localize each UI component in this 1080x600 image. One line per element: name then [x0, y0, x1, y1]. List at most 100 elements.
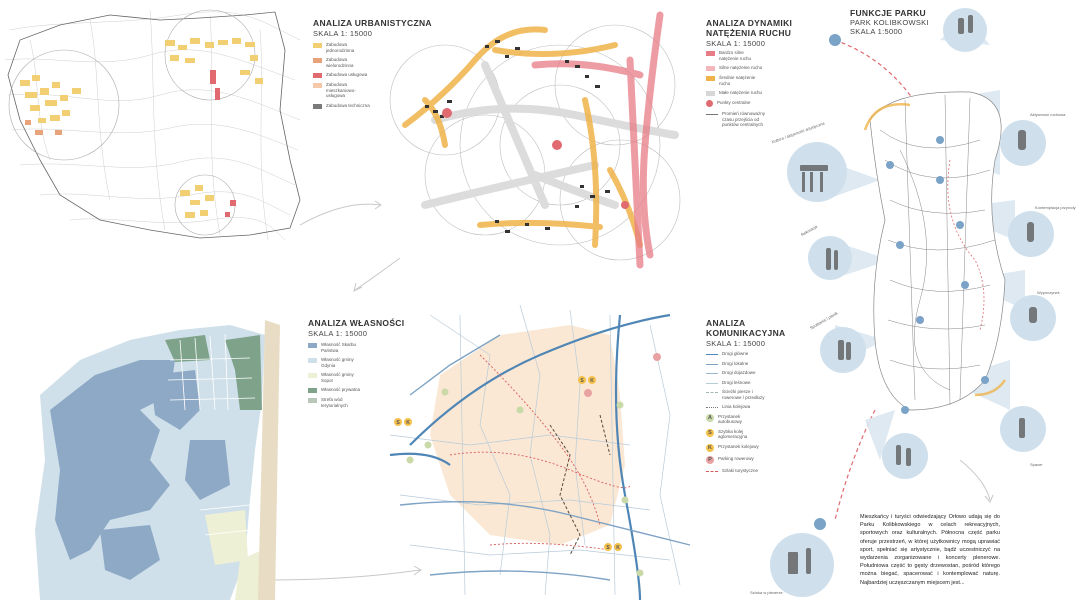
traffic-analysis-map	[385, 5, 700, 275]
communication-legend-label: Drogi główne	[722, 351, 749, 356]
ownership-legend-label: Własność prywatna	[321, 387, 361, 392]
urban-analysis-map	[0, 0, 305, 265]
ownership-map-drawing	[35, 320, 280, 600]
arrow-head	[374, 200, 382, 210]
urban-legend-label: Zabudowa jednorodzinna	[326, 42, 355, 53]
communication-analysis-map: S K S K S K	[370, 295, 700, 600]
traffic-analysis-title-line2: NATĘŻENIA RUCHU	[706, 28, 792, 38]
urban-legend-swatch-1	[313, 58, 322, 63]
ownership-legend-item: Własność gminy Sopot	[308, 372, 365, 383]
communication-legend-label: Ścieżki piesze i rowerowe / przedłuży	[722, 389, 765, 400]
park-functions-title: FUNKCJE PARKU	[850, 8, 926, 18]
ownership-legend-label: Własność gminy Gdynia	[321, 357, 354, 368]
traffic-legend-item: Punkty centralne	[706, 100, 766, 107]
communication-legend-line	[706, 392, 718, 393]
communication-legend-label: Szlaki turystyczne	[722, 467, 759, 473]
ownership-legend-swatch-1	[308, 358, 317, 363]
park-functions-map	[740, 0, 1080, 600]
traffic-legend-label: Promień równoważny czasu przejścia od pu…	[722, 111, 766, 127]
ownership-legend-item: Własność gminy Gdynia	[308, 357, 365, 368]
ownership-legend-swatch-4	[308, 398, 317, 403]
communication-legend-line	[706, 407, 718, 408]
communication-legend-item: Drogi główne	[706, 351, 766, 357]
communication-legend-label: Drogi dojazdowe	[722, 370, 756, 375]
park-route	[834, 409, 876, 521]
traffic-legend-label: Małe natężenie ruchu	[719, 90, 763, 95]
urban-analysis-title: ANALIZA URBANISTYCZNA	[313, 18, 432, 28]
urban-map-drawing	[4, 9, 301, 241]
traffic-legend-swatch-2	[706, 76, 715, 81]
communication-legend-item: K Przystanek kolejowy	[706, 443, 766, 452]
communication-analysis-scale: SKALA 1: 15000	[706, 339, 766, 348]
rail-stop-K: K	[590, 378, 594, 384]
traffic-legend-item: Małe natężenie ruchu	[706, 90, 766, 96]
urban-analysis-scale: SKALA 1: 15000	[313, 29, 373, 38]
traffic-legend-dot	[706, 100, 713, 107]
ownership-legend-label: Własność Skarbu Państwa	[321, 342, 357, 353]
park-function-label: Aktywność ruchowa	[1030, 112, 1066, 117]
urban-legend-label: Zabudowa mieszkaniowo-usługowa	[326, 82, 356, 98]
communication-legend-line	[706, 354, 718, 355]
urban-legend-label: Zabudowa techniczna	[326, 102, 370, 108]
rail-stop-S: S	[580, 378, 584, 384]
ownership-legend-item: Strefa wód terytorialnych	[308, 397, 365, 408]
communication-legend-line	[706, 363, 718, 365]
traffic-analysis-title-line1: ANALIZA DYNAMIKI	[706, 18, 793, 28]
urban-legend-item: Zabudowa mieszkaniowo-usługowa	[313, 82, 370, 99]
rail-stop-S: S	[396, 420, 400, 426]
traffic-legend-label: Bardzo silne natężenie ruchu	[719, 50, 752, 61]
communication-legend-line	[706, 382, 718, 384]
rail-stop-K: K	[616, 545, 620, 551]
communication-analysis-title-line1: ANALIZA	[706, 318, 746, 328]
bus-stop-icon: A	[706, 413, 714, 422]
arrow-head	[353, 282, 363, 292]
fast-rail-icon: S	[706, 428, 714, 437]
communication-legend-item: Szlaki turystyczne	[706, 468, 766, 474]
traffic-legend-label: Silne natężenie ruchu	[719, 65, 763, 70]
rail-stop-K: K	[406, 420, 410, 426]
rail-stop-icon: K	[706, 443, 714, 452]
traffic-legend-item: Bardzo silne natężenie ruchu	[706, 50, 766, 61]
communication-legend-label: Przystanek kolejowy	[718, 443, 759, 449]
ownership-analysis-title: ANALIZA WŁASNOŚCI	[308, 318, 405, 328]
park-function-label: Spacer	[1030, 462, 1043, 467]
traffic-central-point	[621, 201, 629, 209]
park-function-label: Sztuka w plenerze	[750, 590, 783, 595]
communication-legend-label: Parking rowerowy	[718, 455, 754, 461]
communication-legend-item: Drogi lokalne	[706, 361, 766, 367]
traffic-central-point	[442, 108, 452, 118]
traffic-central-point	[552, 140, 562, 150]
ownership-legend-swatch-0	[308, 343, 317, 348]
traffic-legend-swatch-0	[706, 51, 715, 56]
urban-legend-label: Zabudowa usługowa	[326, 72, 368, 77]
urban-legend-item: Zabudowa wielorodzinna	[313, 57, 370, 68]
park-map-drawing	[770, 8, 1056, 597]
ownership-legend-swatch-2	[308, 373, 317, 378]
communication-legend-label: Drogi lokalne	[722, 360, 749, 366]
communication-legend-item: Drogi dojazdowe	[706, 370, 766, 376]
urban-legend: Zabudowa jednorodzinna Zabudowa wielorod…	[313, 42, 370, 113]
ownership-analysis-scale: SKALA 1: 15000	[308, 329, 368, 338]
park-function-label: Wypoczynek	[1037, 290, 1060, 295]
communication-legend-item: Ścieżki piesze i rowerowe / przedłuży	[706, 389, 766, 400]
park-entry-point	[829, 34, 841, 46]
traffic-legend-item: Promień równoważny czasu przejścia od pu…	[706, 111, 766, 128]
park-entry-point	[814, 518, 826, 530]
communication-legend-label: Przystanek autobusowy	[718, 413, 743, 425]
urban-legend-swatch-0	[313, 43, 322, 48]
park-function-label: Kontemplacja przyrody	[1035, 205, 1076, 210]
urban-legend-label: Zabudowa wielorodzinna	[326, 57, 354, 68]
bike-parking-icon: P	[706, 455, 714, 464]
ownership-legend: Własność Skarbu Państwa Własność gminy G…	[308, 342, 365, 412]
park-functions-subtitle: PARK KOLIBKOWSKI	[850, 18, 929, 27]
communication-legend-label: Drogi leśnowe	[722, 379, 751, 385]
urban-legend-item: Zabudowa usługowa	[313, 72, 370, 78]
ownership-legend-swatch-3	[308, 388, 317, 393]
urban-legend-swatch-2	[313, 73, 322, 78]
communication-legend-item: P Parking rowerowy	[706, 455, 766, 464]
communication-analysis-title-line2: KOMUNIKACYJNA	[706, 328, 786, 338]
traffic-legend-label: Punkty centralne	[717, 100, 751, 105]
urban-legend-swatch-4	[313, 103, 322, 109]
traffic-legend-label: Średnie natężenie ruchu	[719, 75, 756, 86]
